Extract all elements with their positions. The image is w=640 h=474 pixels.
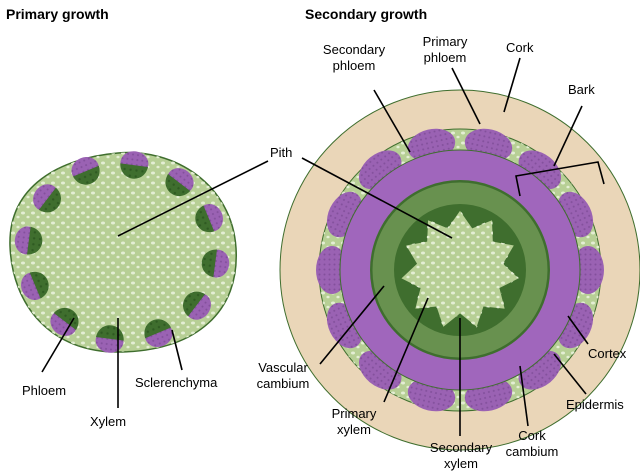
leader-bark-top (553, 105, 583, 167)
vascular-bundle (144, 319, 173, 348)
leader-phloem (41, 317, 75, 373)
epidermis-label: Epidermis (566, 397, 624, 412)
bundle-xylem (201, 249, 217, 278)
primary-xylem-label-line2: xylem (337, 422, 371, 437)
leader-primary-phloem (451, 67, 481, 125)
vascular-bundle (50, 307, 79, 336)
leader-sclerenchyma (171, 329, 183, 371)
leader-secondary-phloem (373, 89, 411, 153)
leader-vascular-cambium (319, 285, 385, 365)
bundle-xylem (165, 174, 191, 197)
secondary-phloem-label: Secondary phloem (318, 42, 390, 74)
leader-cork-cambium (519, 365, 529, 427)
bark-bracket (515, 161, 605, 197)
bundle-xylem (27, 226, 43, 255)
secondary-pith (399, 209, 521, 329)
primary-phloem-label-line2: phloem (423, 50, 467, 65)
vascular-bundle (195, 203, 224, 233)
vascular-bundle (20, 271, 49, 301)
pith-cells (400, 210, 520, 328)
leader-primary-xylem (383, 297, 429, 403)
leader-epidermis (553, 353, 587, 395)
bundle-xylem (144, 319, 171, 339)
leader-cork (503, 57, 521, 113)
secondary-phloem-label-line2: phloem (332, 58, 376, 73)
vascular-cambium-label-line2: cambium (256, 376, 310, 391)
xylem-label: Xylem (90, 414, 127, 429)
cork-cambium-label-line1: Cork (518, 428, 546, 443)
bundle-xylem (183, 291, 206, 317)
bundle-xylem (120, 163, 149, 179)
leader-lines (41, 57, 605, 436)
bundle-xylem (95, 325, 124, 341)
cork-cambium-label: Cork cambium (502, 428, 562, 460)
cork-cambium-label-line2: cambium (505, 444, 559, 459)
bundle-xylem (195, 205, 215, 233)
bark-label: Bark (568, 82, 595, 97)
primary-phloem-label-line1: Primary (422, 34, 468, 49)
leader-pith-secondary (301, 157, 453, 239)
secondary-xylem-label-line2: xylem (444, 456, 478, 471)
secondary-xylem-label: Secondary xylem (422, 440, 500, 472)
phloem-lobe (316, 246, 348, 294)
cortex-label: Cortex (588, 346, 627, 361)
bundle-xylem (73, 165, 100, 185)
phloem-lobe (572, 246, 604, 294)
secondary-growth-heading: Secondary growth (305, 6, 428, 22)
vascular-bundles (14, 151, 230, 353)
primary-xylem-label-line1: Primary (331, 406, 377, 421)
primary-xylem-label: Primary xylem (322, 406, 386, 438)
bundle-xylem (53, 307, 79, 330)
vascular-bundle (71, 156, 100, 185)
vascular-bundle (120, 151, 149, 179)
vascular-bundle (165, 168, 194, 197)
secondary-stem (279, 89, 640, 451)
leader-cortex (567, 315, 589, 345)
secondary-phloem-label-line1: Secondary (322, 42, 386, 57)
primary-stem (9, 151, 237, 353)
cork-label: Cork (506, 40, 534, 55)
sclerenchyma-label: Sclerenchyma (135, 375, 218, 390)
leader-pith-primary (117, 160, 269, 237)
vascular-bundle (201, 249, 230, 278)
bundle-xylem (29, 271, 49, 299)
vascular-bundle (33, 184, 61, 213)
primary-phloem-label: Primary phloem (410, 34, 480, 66)
pith-label: Pith (270, 145, 293, 160)
phloem-label: Phloem (22, 383, 67, 398)
secondary-xylem-label-line1: Secondary (429, 440, 493, 455)
primary-growth-heading: Primary growth (6, 6, 109, 22)
primary-ground-cells (9, 152, 237, 353)
vascular-cambium-label: Vascular cambium (246, 360, 320, 392)
vascular-bundle (14, 226, 43, 255)
bundle-xylem (38, 187, 61, 213)
vascular-cambium-label-line1: Vascular (258, 360, 308, 375)
vascular-bundle (183, 291, 211, 320)
vascular-bundle (95, 325, 124, 353)
